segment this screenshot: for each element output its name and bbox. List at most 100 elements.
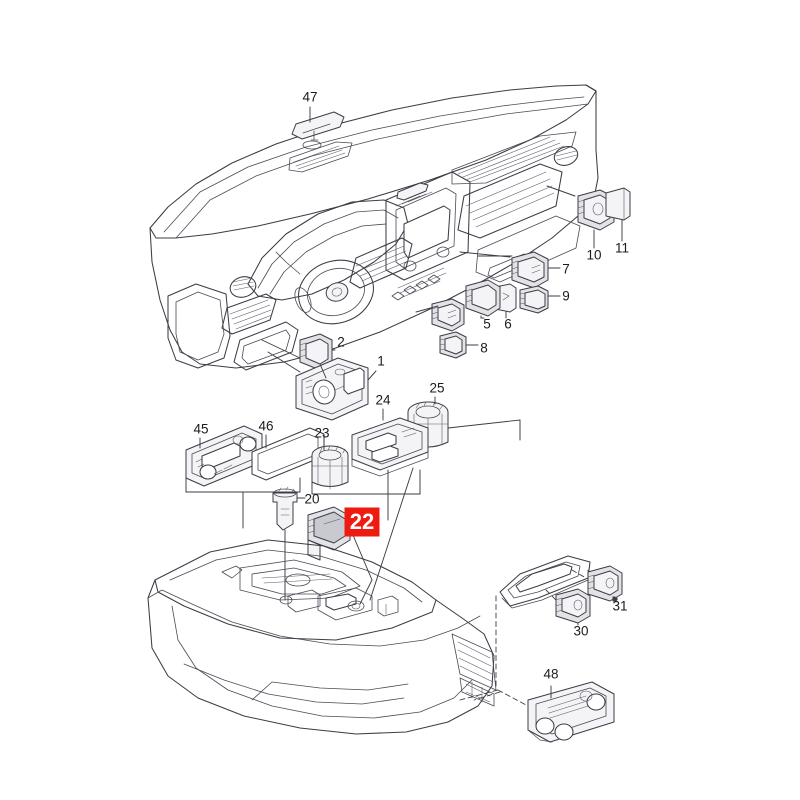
steering-wheel-outer: [298, 259, 374, 325]
vent-centre-left-slats: [355, 245, 409, 282]
leader-dash-to-row: [415, 305, 439, 313]
part-1-headlight-switch: [295, 357, 377, 421]
part-23-24-25-assembly: [311, 396, 521, 601]
part-23-socket: [311, 442, 349, 490]
defroster-grille-right: [451, 131, 577, 185]
part-row-left-switch: [431, 298, 465, 332]
callout-46: 46: [258, 419, 273, 434]
part-45-knob-small: [232, 435, 244, 445]
lower-left-trim-inner: [175, 291, 225, 361]
bracket-23-24: [311, 469, 421, 495]
part-45-knob-right: [239, 436, 257, 452]
part-22-ribs: [307, 518, 315, 534]
callout-47: 47: [302, 90, 317, 105]
part-31-ribs: [587, 574, 595, 590]
part-8-switch: [439, 331, 479, 359]
part-9-switch: [519, 285, 561, 314]
part-1-small-dial: [334, 368, 346, 376]
console-switch-blank-a: [325, 593, 357, 611]
part-2-face: [305, 338, 329, 365]
console-top-crease: [169, 549, 423, 603]
part-9-ribs: [519, 292, 526, 305]
part-45-display: [201, 442, 241, 470]
part-30-switch: [555, 588, 591, 625]
leader-5: [480, 315, 485, 319]
callout-5: 5: [483, 317, 491, 332]
console-small-hole: [279, 595, 293, 605]
part-10-face: [583, 194, 611, 225]
leader-console-to-48: [497, 689, 529, 707]
centre-switch-b: [403, 285, 417, 295]
radio-button-strip: [395, 191, 433, 207]
part-45-buttons: [195, 458, 233, 475]
console-rear-control-panel: [459, 677, 495, 707]
highlight-22-box: [344, 507, 380, 537]
part-2-ribs: [299, 342, 307, 358]
console-step: [251, 681, 409, 701]
part-5-ribs: [465, 288, 473, 303]
centre-switch-a: [391, 291, 405, 301]
part-7-switch: [511, 251, 561, 289]
airbag-emblem: [331, 287, 343, 297]
steering-wheel-rim: [307, 267, 365, 317]
guide-console-rear-link: [459, 689, 499, 701]
vent-driver-round-slats: [232, 277, 255, 291]
dash-top-crease: [163, 96, 585, 233]
leader-1: [367, 370, 377, 381]
part-48-knob-left: [535, 717, 555, 735]
part-45-46-assembly: [185, 425, 325, 529]
part-47-detail: [302, 123, 331, 134]
callout-30: 30: [573, 624, 588, 639]
console-switch-blank-b: [287, 589, 321, 613]
callout-31: 31: [612, 599, 627, 614]
leader-trim-to-30: [545, 589, 557, 601]
radio-knob-right: [436, 246, 450, 258]
console-shifter-recess-inner: [251, 567, 347, 595]
callout-8: 8: [480, 341, 488, 356]
console-rear-vents: [451, 633, 497, 707]
callout-48: 48: [543, 667, 558, 682]
console-switch-pocket: [317, 587, 373, 621]
vent-passenger-slats: [465, 171, 555, 228]
part-1-side-button: [343, 367, 365, 395]
part-30-rocker: [573, 599, 583, 611]
leader-trim-to-31: [571, 569, 587, 579]
vent-driver-round: [229, 276, 257, 298]
part-row-left-symbol: [447, 309, 457, 319]
highlight-22-label: 22: [350, 509, 374, 534]
callout-1: 1: [377, 354, 385, 369]
part-1-housing-inner: [301, 363, 363, 415]
part-7-symbol: [531, 264, 541, 274]
part-20-top: [273, 488, 297, 498]
part-24-face: [357, 423, 423, 465]
leader-22-to-console: [349, 527, 373, 605]
rear-trim-panel: [499, 555, 591, 607]
vent-right-round-slats: [555, 150, 578, 161]
dash-storage-tray: [233, 321, 299, 371]
part-11-blank: [605, 187, 631, 242]
part-23-teeth: [319, 445, 346, 454]
part-8-face: [444, 335, 463, 355]
radio-knob-left: [403, 260, 417, 272]
switch-group-right: [415, 185, 631, 359]
part-48-slider-bank: [547, 695, 589, 719]
callout-2: 2: [337, 335, 345, 350]
console-left-bracket: [221, 565, 243, 579]
part-row-left-ribs: [431, 306, 439, 320]
part-48-climate-control: [473, 681, 615, 743]
console-rear-control-detail: [465, 681, 491, 703]
part-20-body: [272, 492, 298, 531]
console-top-plate: [154, 539, 437, 641]
part-23-ribs: [311, 456, 349, 490]
leader-dash-to-10: [546, 185, 576, 197]
callout-20: 20: [304, 492, 319, 507]
part-47-assembly: [291, 106, 345, 150]
glovebox-trim: [475, 215, 581, 283]
highlight-22-group: 22: [344, 507, 380, 537]
console-lower-crease: [183, 663, 405, 705]
part-10-rocker: [592, 202, 604, 216]
callout-9: 9: [562, 289, 570, 304]
centre-console-assembly: [147, 539, 497, 735]
